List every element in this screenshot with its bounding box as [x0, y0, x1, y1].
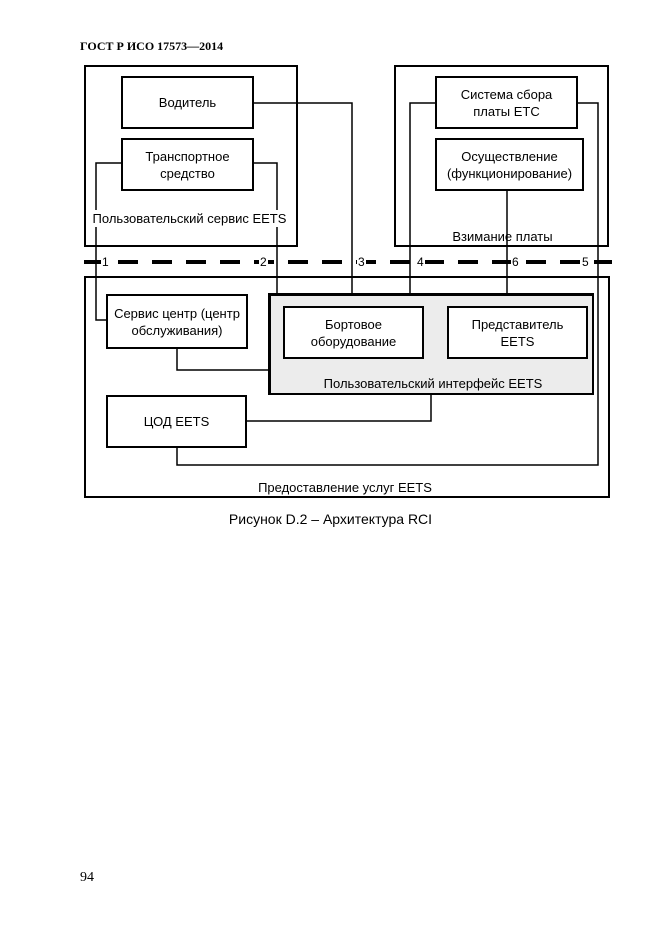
interface-number-1: 1: [101, 255, 110, 269]
eets-representative-box: Представитель EETS: [447, 306, 588, 359]
document-header: ГОСТ Р ИСО 17573—2014: [80, 39, 224, 53]
eets-provision-label: Предоставление услуг EETS: [258, 480, 432, 495]
eets-provision-region: [84, 276, 610, 498]
connector-etc-cod: [176, 102, 599, 466]
user-interface-label: Пользовательский интерфейс EETS: [323, 376, 543, 391]
operation-box: Осуществление (функционирование): [435, 138, 584, 191]
toll-charging-label: Взимание платы: [452, 229, 553, 244]
user-service-label: Пользовательский сервис EETS: [92, 210, 287, 227]
connector-cod-ui: [246, 394, 432, 422]
toll-charging-region: [394, 65, 609, 247]
onboard-equipment-box: Бортовое оборудование: [283, 306, 424, 359]
vehicle-box: Транспортное средство: [121, 138, 254, 191]
interface-number-3: 3: [357, 255, 366, 269]
connector-vehicle-service: [95, 162, 121, 321]
interface-number-6: 6: [511, 255, 520, 269]
cod-eets-box: ЦОД EETS: [106, 395, 247, 448]
connector-driver-onboard: [253, 102, 353, 306]
connector-etc-onboard: [409, 102, 435, 294]
page-number: 94: [80, 870, 94, 885]
interface-number-2: 2: [259, 255, 268, 269]
figure-caption: Рисунок D.2 – Архитектура RCI: [228, 511, 433, 527]
service-center-box: Сервис центр (центр обслуживания): [106, 294, 248, 349]
interface-number-4: 4: [416, 255, 425, 269]
driver-box: Водитель: [121, 76, 254, 129]
user-service-region: [84, 65, 298, 247]
interface-number-5: 5: [581, 255, 590, 269]
etc-collection-box: Система сбора платы ЕТС: [435, 76, 578, 129]
